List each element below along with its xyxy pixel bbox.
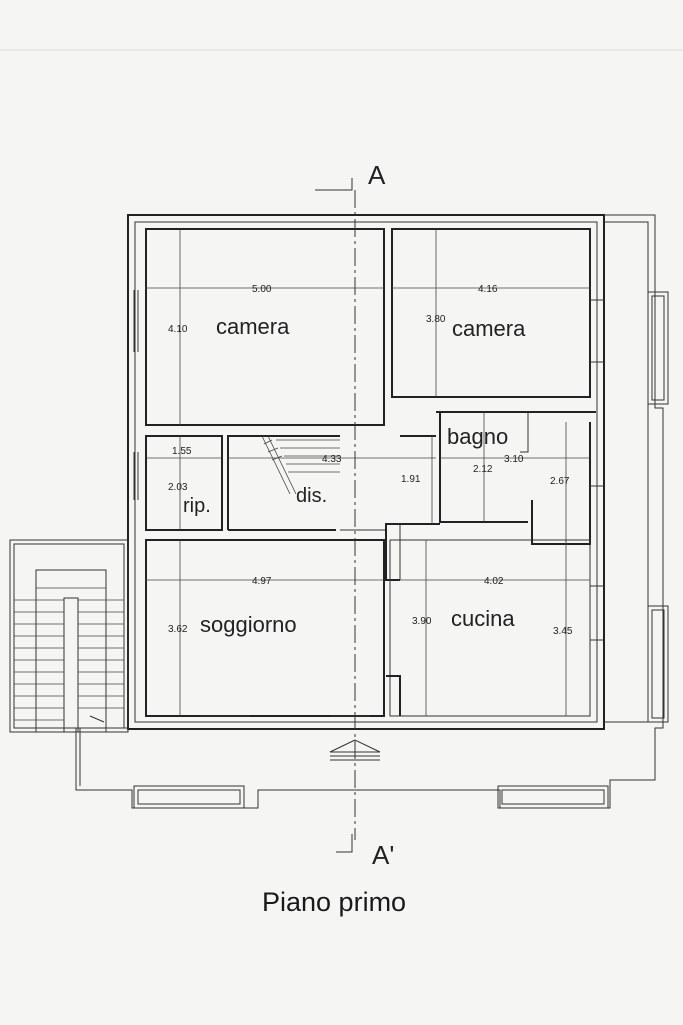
dim-cucina-height: 3.90 (412, 616, 432, 627)
dim-bagno-small-height: 2.67 (550, 476, 570, 487)
dimension-lines (146, 229, 590, 716)
room-label-rip: rip. (183, 495, 211, 517)
section-line (315, 178, 381, 853)
room-label-bagno: bagno (447, 424, 508, 449)
dim-soggiorno-height: 3.62 (168, 624, 188, 635)
room-label-dis: dis. (296, 485, 327, 507)
room-label-camera-right: camera (452, 316, 526, 341)
dim-bagno-width: 3.10 (504, 454, 524, 465)
room-label-cucina: cucina (451, 606, 515, 631)
dim-rip-width: 1.55 (172, 446, 192, 457)
internal-stair (261, 435, 340, 495)
dim-camera-right-height: 3.80 (426, 314, 446, 325)
dim-cucina-height-right: 3.45 (553, 626, 573, 637)
room-label-soggiorno: soggiorno (200, 612, 297, 637)
dim-camera-left-height: 4.10 (168, 324, 188, 335)
dim-dis-width: 4.33 (322, 454, 342, 465)
section-label-bottom: A' (372, 840, 394, 870)
outer-walls (127, 214, 605, 730)
section-label-top: A (368, 160, 386, 190)
dim-cucina-width: 4.02 (484, 576, 504, 587)
external-staircase (9, 539, 129, 733)
interior-walls (133, 228, 604, 723)
dim-dis-height: 1.91 (401, 474, 421, 485)
dim-bagno-height: 2.12 (473, 464, 493, 475)
dim-soggiorno-width: 4.97 (252, 576, 272, 587)
room-label-camera-left: camera (216, 314, 290, 339)
terrace-outline (75, 214, 669, 809)
dim-rip-height: 2.03 (168, 482, 188, 493)
plan-title: Piano primo (262, 887, 406, 917)
dim-camera-left-width: 5.00 (252, 284, 272, 295)
dim-camera-right-width: 4.16 (478, 284, 498, 295)
